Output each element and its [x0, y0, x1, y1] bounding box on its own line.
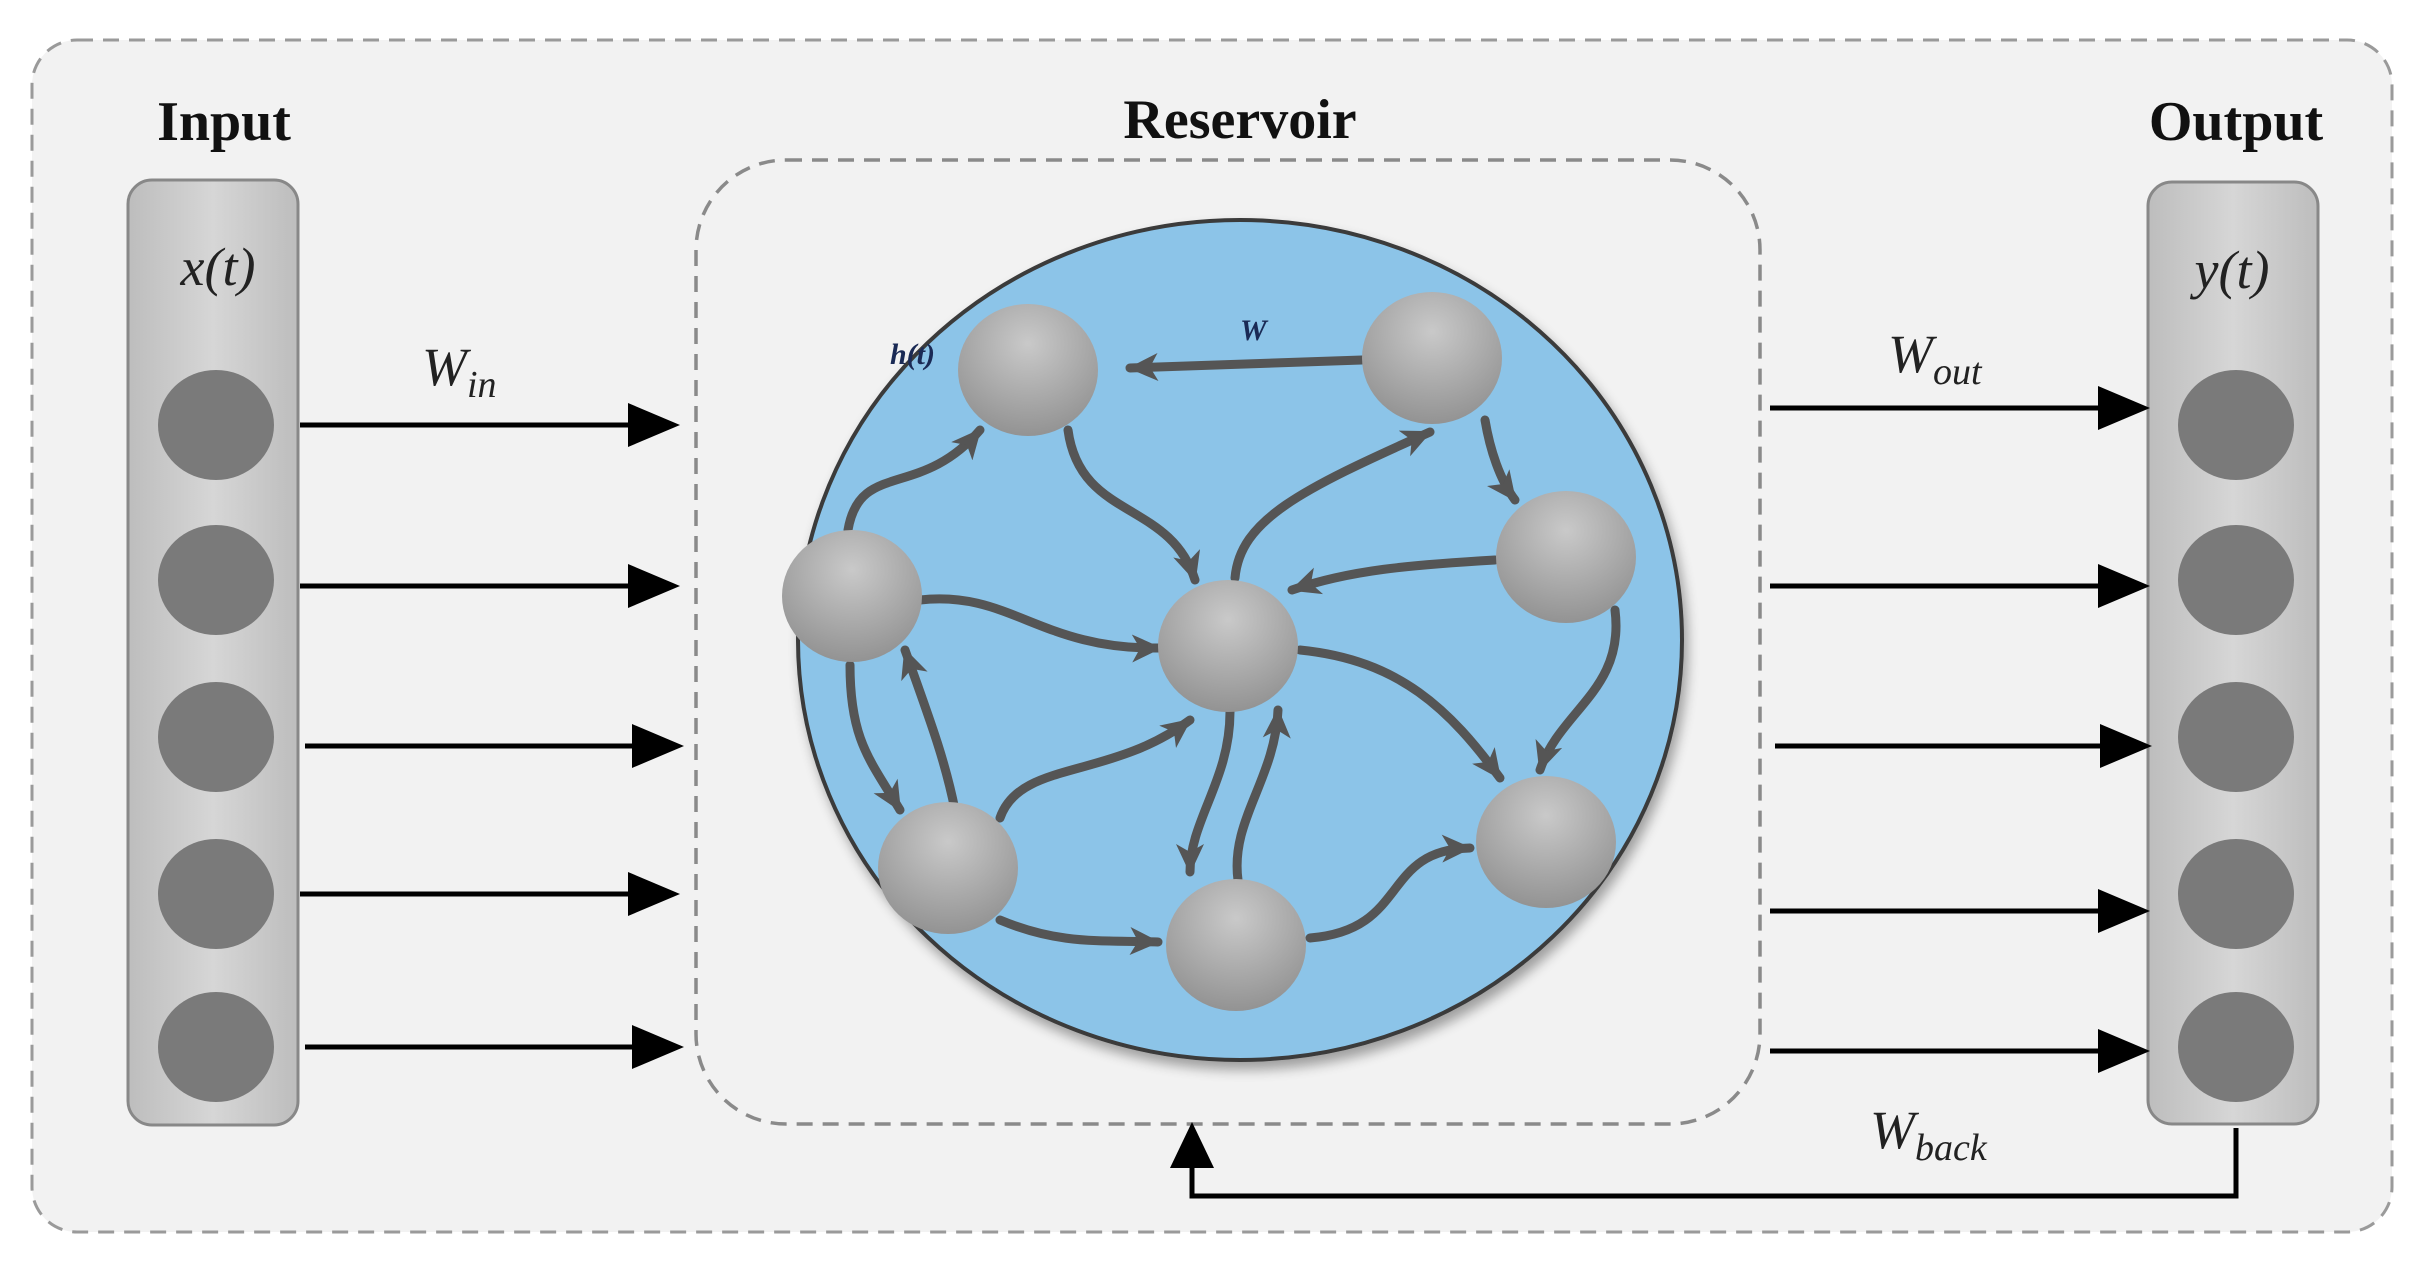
reservoir-node — [1476, 776, 1616, 908]
output-node — [2178, 370, 2294, 480]
output-node — [2178, 992, 2294, 1102]
connection-w — [1125, 353, 1367, 382]
input-node — [158, 839, 274, 949]
connection — [1176, 707, 1235, 877]
reservoir-node — [782, 530, 922, 662]
feedback-arrow — [1170, 1122, 2239, 1199]
connection — [1230, 427, 1435, 583]
output-column — [2146, 180, 2320, 1126]
reservoir-node — [878, 802, 1018, 934]
output-weight-arrows — [1770, 405, 2112, 1054]
input-node — [158, 525, 274, 635]
output-arrow-heads — [2098, 386, 2152, 1073]
input-arrow-heads — [628, 403, 684, 1069]
reservoir-title: Reservoir — [1123, 89, 1356, 151]
state-label: h(t) — [890, 338, 935, 371]
output-vector-label: y(t) — [2190, 240, 2270, 300]
input-column — [126, 178, 300, 1127]
output-layer: y(t) — [2146, 180, 2320, 1126]
connection — [1232, 705, 1291, 885]
connection — [1480, 415, 1520, 505]
input-title: Input — [157, 91, 291, 153]
connection — [843, 425, 985, 535]
reservoir-frame — [694, 158, 1762, 1126]
input-node — [158, 682, 274, 792]
reservoir-node — [958, 304, 1098, 436]
connection — [1295, 645, 1505, 783]
connection — [915, 594, 1165, 663]
connection — [995, 915, 1163, 956]
output-title: Output — [2149, 91, 2324, 153]
connection — [1063, 425, 1200, 585]
connection — [995, 715, 1195, 823]
input-node — [158, 370, 274, 480]
reservoir-node — [1166, 879, 1306, 1011]
output-node — [2178, 839, 2294, 949]
input-weight-arrows — [300, 420, 678, 1052]
reservoir-node — [1158, 580, 1298, 712]
recurrent-weight-label: W — [1240, 314, 1269, 347]
input-vector-label: x(t) — [180, 237, 256, 297]
connection — [1535, 605, 1621, 775]
input-weight-label: Win — [422, 337, 497, 406]
connection — [900, 645, 960, 815]
connection — [1287, 555, 1500, 595]
connection — [1305, 834, 1475, 943]
connection — [845, 660, 905, 815]
reservoir-nodes — [782, 292, 1636, 1011]
reservoir-node — [1362, 292, 1502, 424]
reservoir-connections — [843, 353, 1621, 956]
output-weight-label: Wout — [1888, 324, 1983, 393]
output-node — [2178, 525, 2294, 635]
feedback-weight-label: Wback — [1870, 1100, 1988, 1169]
reservoir-node — [1496, 491, 1636, 623]
input-layer: x(t) — [126, 178, 300, 1127]
input-node — [158, 992, 274, 1102]
output-node — [2178, 682, 2294, 792]
